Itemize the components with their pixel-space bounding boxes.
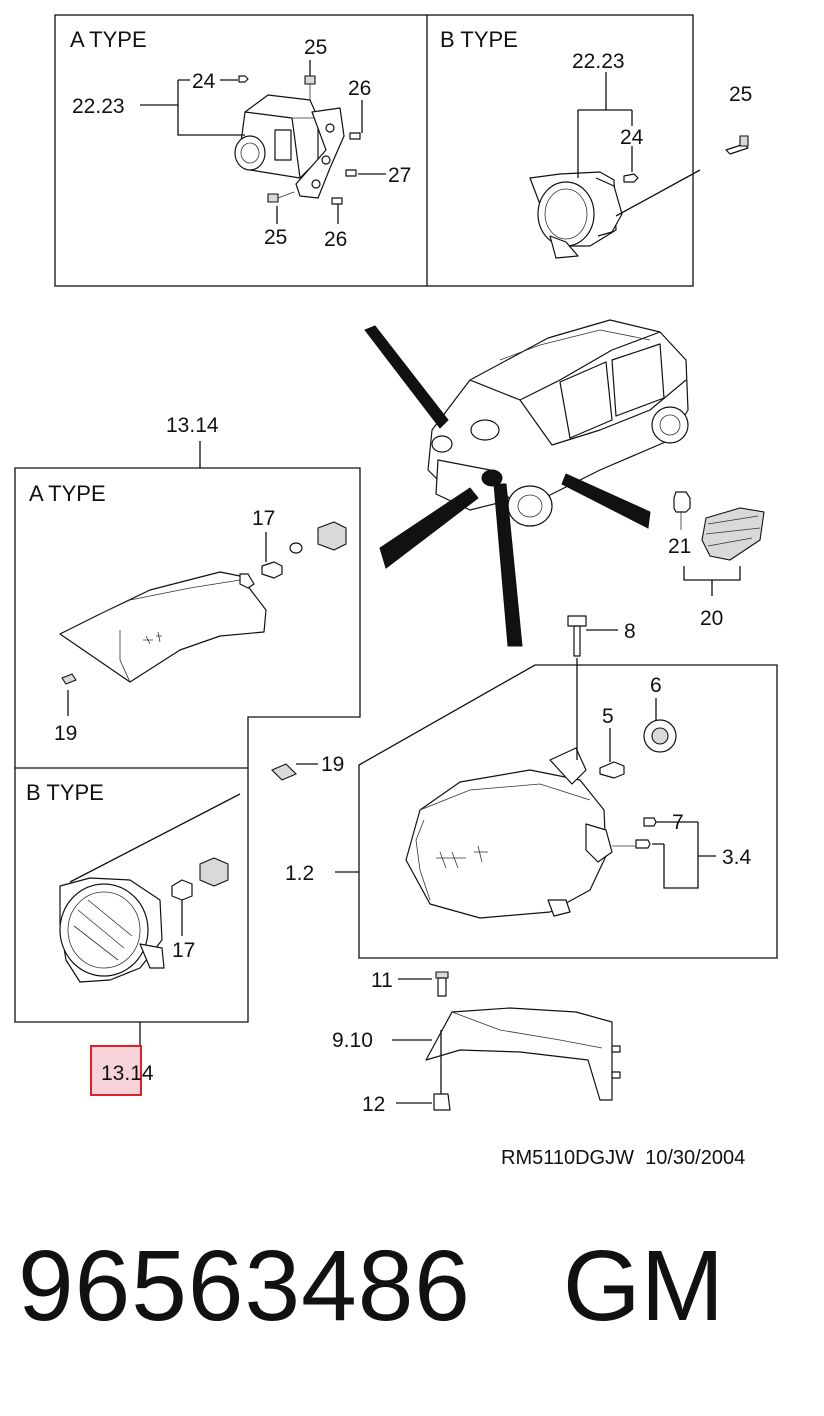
box-title-a-type: A TYPE <box>70 27 147 52</box>
callout-24: 24 <box>620 126 644 149</box>
box-title-b-type: B TYPE <box>26 780 104 805</box>
callout-19: 19 <box>54 722 77 745</box>
brand-label: GM <box>562 1230 725 1342</box>
box-title-a-type: A TYPE <box>29 481 106 506</box>
callout-24: 24 <box>192 70 216 93</box>
fog-lamp-a-type-part <box>59 521 347 685</box>
fog-lamp-b-type-assembly <box>529 171 639 259</box>
top-fog-lamp-panel: A TYPE <box>54 14 752 287</box>
fog-lamp-panel-frame <box>14 467 361 1023</box>
callout-11: 11 <box>371 969 393 992</box>
callout-leaders-a-type <box>140 60 386 224</box>
part-number: 96563486 <box>18 1230 471 1342</box>
side-marker-assembly <box>673 491 765 596</box>
callout-22-23: 22.23 <box>572 50 625 73</box>
callout-25: 25 <box>304 36 327 59</box>
fog-lamp-b-type-part <box>59 763 297 983</box>
callout-8: 8 <box>624 620 636 643</box>
highlight-marker <box>90 1045 142 1096</box>
lower-moulding-assembly <box>425 971 621 1111</box>
front-fog-lamp-panel: 13.14 A TYPE 17 19 B TYPE <box>14 414 361 1096</box>
fog-lamp-a-type-assembly <box>234 75 361 205</box>
headlamp-panel: 8 6 5 7 3.4 1.2 <box>285 615 778 959</box>
callout-6: 6 <box>650 674 662 697</box>
callout-12: 12 <box>362 1093 385 1116</box>
callout-5: 5 <box>602 705 614 728</box>
callout-9-10: 9.10 <box>332 1029 373 1052</box>
callout-27: 27 <box>388 164 411 187</box>
callout-13-14-top: 13.14 <box>166 414 219 437</box>
callout-21: 21 <box>668 535 691 558</box>
callout-19: 19 <box>321 753 344 776</box>
callout-25: 25 <box>264 226 287 249</box>
box-title-b-type: B TYPE <box>440 27 518 52</box>
vehicle-illustration <box>364 319 689 647</box>
callout-25: 25 <box>729 83 752 106</box>
callout-20: 20 <box>700 607 723 630</box>
callout-1-2: 1.2 <box>285 862 314 885</box>
callout-13-14-highlighted: 13.14 <box>101 1062 154 1085</box>
callout-26: 26 <box>348 77 371 100</box>
headlamp-assembly <box>405 615 677 919</box>
callout-17: 17 <box>252 507 275 530</box>
headlamp-panel-frame <box>358 664 778 959</box>
callout-leaders-b-type <box>577 72 749 217</box>
callout-7: 7 <box>672 811 684 834</box>
callout-26: 26 <box>324 228 347 251</box>
drawing-reference: RM5110DGJW 10/30/2004 <box>501 1147 745 1169</box>
callout-17: 17 <box>172 939 195 962</box>
callout-22-23: 22.23 <box>72 95 125 118</box>
callout-3-4: 3.4 <box>722 846 752 869</box>
top-panel-frame <box>54 14 694 287</box>
